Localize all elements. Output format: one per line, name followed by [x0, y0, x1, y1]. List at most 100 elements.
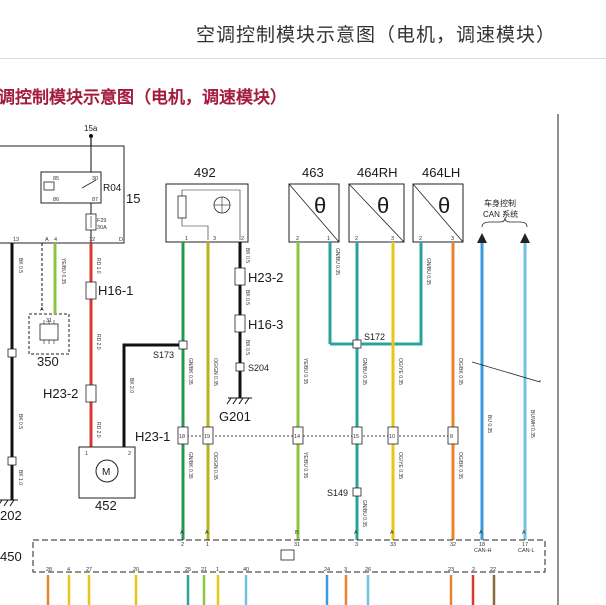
- svg-text:2: 2: [472, 567, 475, 573]
- title-divider: [0, 58, 606, 59]
- can-system: 车身控制 CAN 系统 BU 0.35 BU/WH 0.35: [471, 198, 541, 540]
- splice-s204: [235, 362, 245, 372]
- svg-text:3: 3: [391, 236, 394, 242]
- wires-492: GN/BK 0.35 GN/BK 0.35 S173 OG/GN 0.35 OG…: [153, 242, 283, 540]
- page-title: 空调控制模块示意图（电机，调速模块）: [196, 24, 557, 46]
- svg-text:A: A: [390, 530, 394, 536]
- svg-text:B: B: [295, 530, 299, 536]
- left-splice-bottom: [7, 456, 17, 466]
- svg-text:RD 2.0: RD 2.0: [95, 334, 101, 350]
- wire-gnbu-464lh: [361, 242, 423, 346]
- svg-text:OG/BK 0.35: OG/BK 0.35: [457, 358, 463, 385]
- svg-text:A: A: [479, 530, 483, 536]
- svg-text:3: 3: [213, 236, 216, 242]
- fuse-block-top-label: 15a: [84, 124, 98, 133]
- actuator-modules: 463 θ 2 1 464RH θ 2 3 464LH θ 2 3: [288, 165, 464, 243]
- svg-text:GN/BU 0.35: GN/BU 0.35: [425, 258, 431, 285]
- svg-text:22: 22: [490, 567, 496, 573]
- sensor-350: [28, 313, 70, 355]
- svg-text:BK 0.5: BK 0.5: [17, 414, 23, 429]
- left-ground-label: 202: [0, 508, 22, 523]
- svg-text:OG/YE 0.35: OG/YE 0.35: [397, 452, 403, 479]
- svg-text:464RH: 464RH: [357, 165, 397, 180]
- svg-text:BU 0.35: BU 0.35: [486, 415, 492, 433]
- can-h-arrow-icon: [477, 233, 487, 243]
- svg-text:A: A: [180, 530, 184, 536]
- svg-text:31: 31: [46, 318, 52, 324]
- svg-text:85: 85: [53, 176, 59, 182]
- svg-text:YE/BU 0.35: YE/BU 0.35: [302, 358, 308, 384]
- svg-text:1: 1: [216, 567, 219, 573]
- section-title: 调控制模块示意图（电机，调速模块）: [0, 88, 287, 108]
- svg-text:2: 2: [355, 236, 358, 242]
- svg-text:BK 1.0: BK 1.0: [17, 470, 23, 485]
- svg-text:OG/BK 0.35: OG/BK 0.35: [457, 452, 463, 479]
- fuse-block-right-label: 15: [126, 191, 140, 206]
- svg-text:3: 3: [451, 236, 454, 242]
- connector-h23-2-left: [85, 384, 97, 403]
- svg-text:1: 1: [206, 542, 209, 548]
- svg-text:18: 18: [179, 434, 185, 440]
- svg-text:19: 19: [204, 434, 210, 440]
- svg-text:S149: S149: [327, 488, 348, 498]
- svg-text:CAN 系统: CAN 系统: [483, 209, 518, 219]
- svg-text:F29: F29: [97, 218, 106, 224]
- svg-text:GN/BU 0.35: GN/BU 0.35: [334, 248, 340, 275]
- svg-text:S204: S204: [248, 363, 269, 373]
- module-450-box: [32, 539, 546, 573]
- wire-bk20: [122, 343, 183, 447]
- svg-text:30A: 30A: [97, 225, 107, 231]
- svg-text:H23-2: H23-2: [248, 270, 283, 285]
- svg-text:θ: θ: [438, 193, 450, 218]
- motor-icon: [95, 459, 119, 483]
- svg-text:S172: S172: [364, 332, 385, 342]
- svg-text:87: 87: [92, 197, 98, 203]
- svg-text:BK 0.5: BK 0.5: [244, 290, 250, 305]
- can-l-arrow-icon: [520, 233, 530, 243]
- motor-label: 452: [95, 498, 117, 513]
- svg-text:θ: θ: [377, 193, 389, 218]
- svg-text:1: 1: [85, 451, 88, 457]
- svg-text:32: 32: [450, 542, 456, 548]
- svg-text:GN/BK 0.35: GN/BK 0.35: [187, 358, 193, 385]
- svg-text:8: 8: [450, 434, 453, 440]
- svg-text:θ: θ: [314, 193, 326, 218]
- svg-text:30: 30: [92, 176, 98, 182]
- svg-text:14: 14: [294, 434, 300, 440]
- svg-text:4: 4: [67, 567, 70, 573]
- svg-text:2: 2: [241, 236, 244, 242]
- svg-text:M: M: [102, 467, 110, 478]
- fuse-relay-box-outline: [0, 145, 125, 244]
- splice-s172: [352, 339, 362, 349]
- svg-text:26: 26: [365, 567, 371, 573]
- sensor-chip-icon: [39, 323, 59, 341]
- svg-text:18: 18: [479, 542, 485, 548]
- svg-text:28: 28: [46, 567, 52, 573]
- svg-text:2: 2: [181, 542, 184, 548]
- svg-text:YE/BU 0.35: YE/BU 0.35: [60, 258, 66, 284]
- svg-text:A: A: [40, 307, 44, 313]
- splice-s173: [178, 340, 188, 350]
- relay-r04: [40, 171, 102, 204]
- svg-text:2: 2: [128, 451, 131, 457]
- svg-text:31: 31: [294, 542, 300, 548]
- svg-text:H23-1: H23-1: [135, 429, 170, 444]
- svg-text:1: 1: [185, 236, 188, 242]
- splice-s149: [352, 487, 362, 497]
- svg-text:2: 2: [296, 236, 299, 242]
- svg-text:27: 27: [86, 567, 92, 573]
- svg-text:YE/BU 0.35: YE/BU 0.35: [302, 452, 308, 478]
- svg-text:A: A: [45, 237, 49, 243]
- relay-contact: [81, 179, 97, 189]
- svg-text:OG/GN 0.35: OG/GN 0.35: [212, 452, 218, 480]
- svg-text:BK 0.5: BK 0.5: [17, 258, 23, 273]
- svg-text:H16-1: H16-1: [98, 283, 133, 298]
- svg-text:2: 2: [419, 236, 422, 242]
- svg-text:464LH: 464LH: [422, 165, 460, 180]
- module-450: 450 A A B A A A A 2 1 31 3 33 32 18 17 C…: [0, 530, 546, 573]
- module-450-chip-icon: [280, 549, 295, 561]
- svg-text:BK 0.5: BK 0.5: [244, 248, 250, 263]
- svg-text:CAN-H: CAN-H: [474, 548, 491, 554]
- svg-text:492: 492: [194, 165, 216, 180]
